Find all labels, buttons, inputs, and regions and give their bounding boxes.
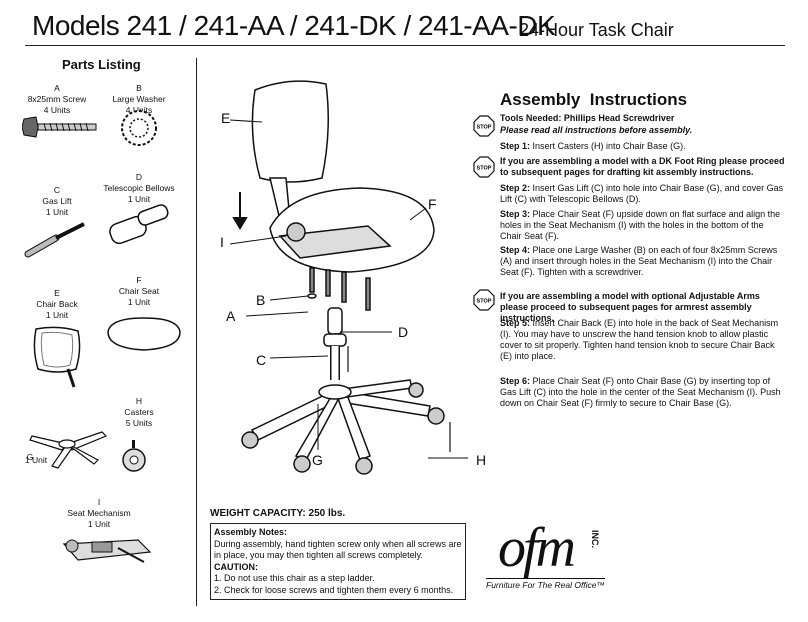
parts-listing-title: Parts Listing: [62, 57, 141, 72]
diagram-label-h: H: [476, 452, 487, 468]
page-title: Models 241 / 241-AA / 241-DK / 241-AA-DK: [32, 10, 556, 41]
diagram-label-g: G: [312, 452, 323, 468]
caution-item-1: 1. Do not use this chair as a step ladde…: [214, 573, 375, 583]
diagram-label-b: B: [256, 292, 266, 308]
svg-text:STOP: STOP: [477, 299, 492, 305]
adjustable-arms-note: If you are assembling a model with optio…: [500, 291, 760, 323]
part-g-qty: 1 Unit: [24, 455, 48, 465]
diagram-label-f: F: [428, 196, 437, 212]
seat-mechanism-illustration: [62, 539, 152, 563]
diagram-label-d: D: [398, 324, 409, 340]
bellows-illustration: [109, 204, 169, 245]
caution-item-2: 2. Check for loose screws and tighten th…: [214, 584, 454, 595]
diagram-label-i: I: [220, 234, 224, 250]
header-rule: [25, 45, 785, 46]
screw-illustration: [22, 116, 97, 138]
svg-text:STOP: STOP: [477, 125, 492, 131]
column-divider: [196, 58, 197, 606]
chair-back-illustration: [33, 326, 81, 388]
step-4: Step 4: Place one Large Washer (B) on ea…: [500, 245, 778, 277]
step-5: Step 5: Insert Chair Back (E) into hole …: [500, 318, 779, 361]
stop-icon: STOP: [473, 289, 495, 311]
part-g-label: G: [26, 452, 34, 462]
stop-icon: STOP: [473, 156, 495, 178]
notes-heading: Assembly Notes:: [214, 527, 288, 537]
ofm-logo: ofm INC. Furniture For The Real Office™: [486, 520, 616, 600]
logo-wordmark: ofm: [498, 517, 576, 579]
dk-foot-ring-note: If you are assembling a model with a DK …: [500, 156, 785, 177]
svg-text:STOP: STOP: [477, 166, 492, 172]
step-3: Step 3: Place Chair Seat (F) upside down…: [500, 209, 781, 241]
washer-illustration: [121, 110, 157, 146]
assembly-notes-box: Assembly Notes: During assembly, hand ti…: [210, 523, 466, 600]
caster-illustration: [122, 440, 146, 472]
stop-icon: STOP: [473, 115, 495, 137]
diagram-label-a: A: [226, 308, 236, 324]
chair-base-illustration: [29, 431, 108, 469]
notes-text: During assembly, hand tighten screw only…: [214, 538, 462, 561]
step-2: Step 2: Insert Gas Lift (C) into hole in…: [500, 183, 784, 204]
weight-capacity: WEIGHT CAPACITY: 250 lbs.: [210, 508, 346, 519]
step-6: Step 6: Place Chair Seat (F) onto Chair …: [500, 376, 781, 408]
gas-lift-illustration: [24, 222, 85, 258]
tools-needed: Tools Needed: Phillips Head Screwdriver: [500, 113, 675, 123]
logo-inc: INC.: [590, 530, 600, 548]
read-instructions: Please read all instructions before asse…: [500, 125, 693, 135]
caution-heading: CAUTION:: [214, 561, 258, 572]
diagram-label-e: E: [221, 110, 231, 126]
assembly-diagram: [229, 80, 468, 475]
logo-tagline: Furniture For The Real Office™: [486, 578, 606, 590]
chair-seat-illustration: [107, 317, 181, 351]
diagram-label-c: C: [256, 352, 267, 368]
step-1: Step 1: Insert Casters (H) into Chair Ba…: [500, 141, 686, 151]
page-subtitle: 24-Hour Task Chair: [519, 20, 674, 40]
assembly-title: Assembly Instructions: [500, 90, 688, 109]
